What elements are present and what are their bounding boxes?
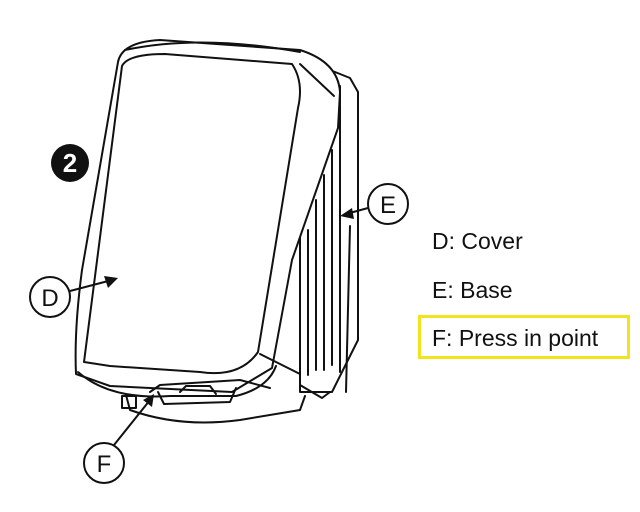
callout-d-leader xyxy=(69,279,113,292)
callout-e: E xyxy=(340,183,409,225)
device-bottom-clip xyxy=(121,379,306,424)
callout-d-letter: D xyxy=(41,285,58,312)
callout-f-arrowhead xyxy=(143,394,154,407)
device-cover xyxy=(74,39,341,398)
callout-e-letter: E xyxy=(380,192,396,219)
callout-f: F xyxy=(83,394,154,484)
callout-d-arrowhead xyxy=(104,276,118,288)
callout-e-arrowhead xyxy=(340,208,354,219)
step-badge: 2 xyxy=(51,144,89,182)
legend-cover: D: Cover xyxy=(432,228,523,254)
legend-press-in-point: F: Press in point xyxy=(432,325,599,351)
legend-highlight-box xyxy=(418,315,630,359)
step-number: 2 xyxy=(63,148,77,178)
legend-base: E: Base xyxy=(432,277,513,303)
callout-f-letter: F xyxy=(97,451,112,478)
callout-f-leader xyxy=(113,399,151,446)
callout-d: D xyxy=(29,276,118,318)
